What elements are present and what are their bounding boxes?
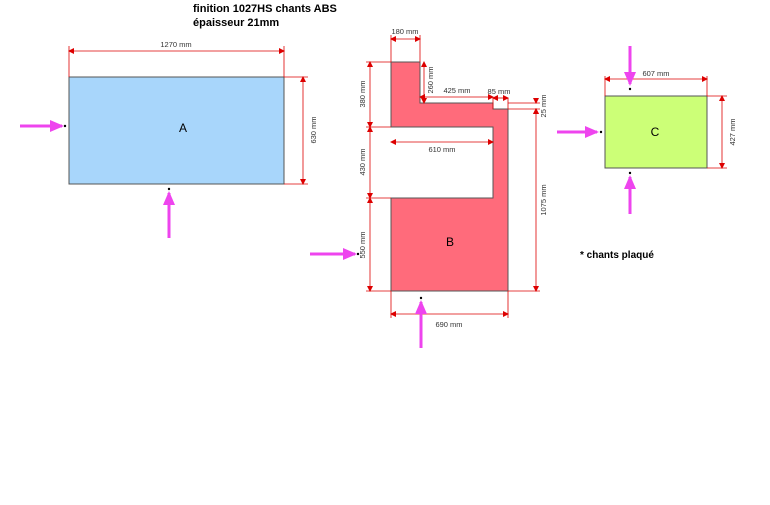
panel-b-dim-85: 85 mm	[488, 87, 511, 96]
panel-b-dim-260: 260 mm	[426, 66, 435, 93]
panel-a-height-dimension	[284, 76, 308, 185]
panel-b-label: B	[446, 235, 454, 249]
panel-c-width-label: 607 mm	[642, 69, 669, 78]
edge-banding-note: * chants plaqué	[580, 250, 654, 261]
panel-b-dimension-lines	[366, 35, 540, 318]
panel-b-dim-180: 180 mm	[391, 27, 418, 36]
panel-a-shape	[68, 76, 285, 185]
panel-a-label: A	[179, 121, 187, 135]
panel-c-shape	[604, 95, 708, 169]
title-line-2: épaisseur 21mm	[193, 17, 280, 29]
panel-c-height-label: 427 mm	[728, 118, 737, 145]
panel-b-dim-1075: 1075 mm	[539, 184, 548, 215]
panel-a-width-dimension	[68, 46, 285, 77]
panel-c: C 607 mm 427 mm	[557, 46, 737, 214]
panel-b-dim-425: 425 mm	[443, 86, 470, 95]
panel-b-dim-430: 430 mm	[358, 148, 367, 175]
panel-c-dimension-lines	[604, 76, 727, 169]
panel-b-dim-550: 550 mm	[358, 231, 367, 258]
panel-c-label: C	[651, 125, 660, 139]
title-line-1: finition 1027HS chants ABS	[193, 3, 337, 15]
edge-marker-a-bottom	[167, 187, 171, 191]
edge-marker-b-left	[356, 252, 360, 256]
panel-a-width-label: 1270 mm	[160, 40, 191, 49]
edge-marker-c-top	[628, 87, 632, 91]
edge-marker-b-bottom	[419, 296, 423, 300]
edge-marker-a-left	[63, 124, 67, 128]
panel-a: A 1270 mm 630 mm	[20, 40, 318, 238]
panel-b-dim-380: 380 mm	[358, 80, 367, 107]
panel-b: B	[310, 27, 548, 348]
panel-b-dim-690: 690 mm	[435, 320, 462, 329]
panel-b-dim-25: 25 mm	[539, 95, 548, 118]
edge-marker-c-left	[599, 130, 603, 134]
edge-marker-c-bottom	[628, 171, 632, 175]
panel-b-shape	[390, 61, 509, 292]
panel-a-height-label: 630 mm	[309, 116, 318, 143]
panel-b-dim-610: 610 mm	[428, 145, 455, 154]
